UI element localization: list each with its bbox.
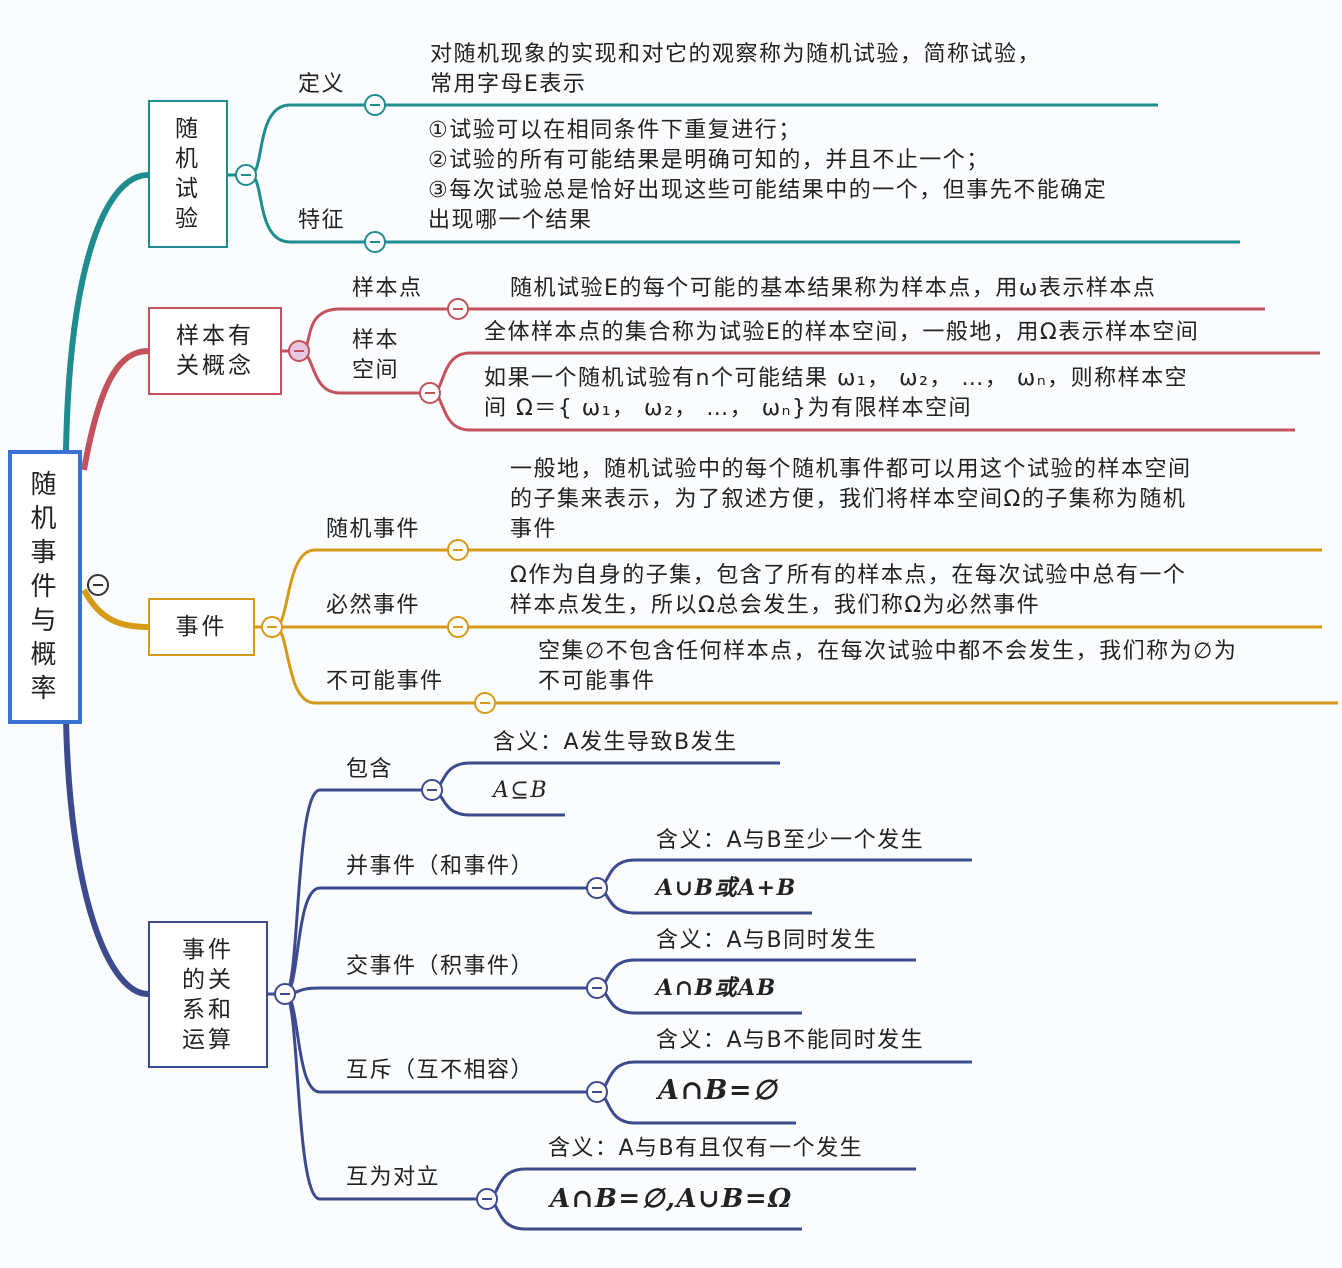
label-impossible-event[interactable]: 不可能事件 — [326, 669, 444, 694]
collapse-icon[interactable] — [364, 231, 386, 253]
label-union[interactable]: 并事件（和事件） — [346, 854, 535, 879]
certain-event-text: Ω作为自身的子集，包含了所有的样本点，在每次试验中总有一个 样本点发生，所以Ω总… — [510, 563, 1187, 618]
label-certain-event[interactable]: 必然事件 — [326, 593, 421, 618]
collapse-icon[interactable] — [274, 983, 296, 1005]
collapse-icon[interactable] — [447, 298, 469, 320]
features-text: ①试验可以在相同条件下重复进行； ②试验的所有可能结果是明确可知的，并且不止一个… — [428, 118, 1108, 233]
collapse-icon[interactable] — [476, 1188, 498, 1210]
label-intersection[interactable]: 交事件（积事件） — [346, 954, 535, 979]
collapse-icon[interactable] — [419, 382, 441, 404]
label-random-event[interactable]: 随机事件 — [326, 517, 421, 542]
inclusion-formula: A⊆B — [493, 778, 548, 803]
topic-event-relations[interactable]: 事件 的关 系和 运算 — [148, 921, 268, 1068]
collapse-icon[interactable] — [474, 692, 496, 714]
sample-space-text-2: 如果一个随机试验有n个可能结果 ω₁， ω₂， …， ωₙ，则称样本空 间 Ω＝… — [484, 366, 1189, 421]
topic-events[interactable]: 事件 — [148, 598, 255, 656]
collapse-icon[interactable] — [364, 94, 386, 116]
collapse-icon[interactable] — [261, 616, 283, 638]
collapse-icon[interactable] — [421, 779, 443, 801]
union-formula: A∪B或A+B — [656, 875, 797, 901]
collapse-icon[interactable] — [447, 616, 469, 638]
label-complementary[interactable]: 互为对立 — [346, 1165, 441, 1190]
complementary-formula: A∩B=∅,A∪B=Ω — [550, 1184, 793, 1214]
sample-space-text-1: 全体样本点的集合称为试验E的样本空间，一般地，用Ω表示样本空间 — [484, 320, 1200, 345]
impossible-event-text: 空集∅不包含任何样本点，在每次试验中都不会发生，我们称为∅为 不可能事件 — [538, 639, 1238, 694]
complementary-meaning: 含义：A与B有且仅有一个发生 — [548, 1136, 864, 1161]
sample-point-text: 随机试验E的每个可能的基本结果称为样本点，用ω表示样本点 — [510, 276, 1157, 301]
intersection-meaning: 含义：A与B同时发生 — [656, 928, 878, 953]
exclusive-formula: A∩B=∅ — [658, 1075, 779, 1106]
topic-sample-concepts[interactable]: 样本有 关概念 — [148, 307, 282, 395]
collapse-icon[interactable] — [87, 574, 109, 596]
intersection-formula: A∩B或AB — [656, 975, 777, 1001]
label-sample-point[interactable]: 样本点 — [352, 276, 423, 301]
inclusion-meaning: 含义：A发生导致B发生 — [493, 730, 738, 755]
label-mutually-exclusive[interactable]: 互斥（互不相容） — [346, 1058, 535, 1083]
definition-text: 对随机现象的实现和对它的观察称为随机试验，简称试验， 常用字母E表示 — [430, 42, 1042, 97]
label-sample-space[interactable]: 样本 空间 — [352, 328, 400, 383]
collapse-icon[interactable] — [288, 340, 310, 362]
collapse-icon[interactable] — [586, 877, 608, 899]
label-features[interactable]: 特征 — [298, 208, 346, 233]
label-inclusion[interactable]: 包含 — [346, 757, 394, 782]
central-topic[interactable]: 随 机 事 件 与 概 率 — [8, 450, 82, 724]
collapse-icon[interactable] — [235, 164, 257, 186]
collapse-icon[interactable] — [586, 977, 608, 999]
label-definition[interactable]: 定义 — [298, 72, 346, 97]
topic-random-experiment[interactable]: 随 机 试 验 — [148, 100, 228, 248]
collapse-icon[interactable] — [586, 1081, 608, 1103]
union-meaning: 含义：A与B至少一个发生 — [656, 828, 925, 853]
random-event-text: 一般地，随机试验中的每个随机事件都可以用这个试验的样本空间 的子集来表示，为了叙… — [510, 457, 1192, 542]
collapse-icon[interactable] — [447, 539, 469, 561]
exclusive-meaning: 含义：A与B不能同时发生 — [656, 1028, 925, 1053]
